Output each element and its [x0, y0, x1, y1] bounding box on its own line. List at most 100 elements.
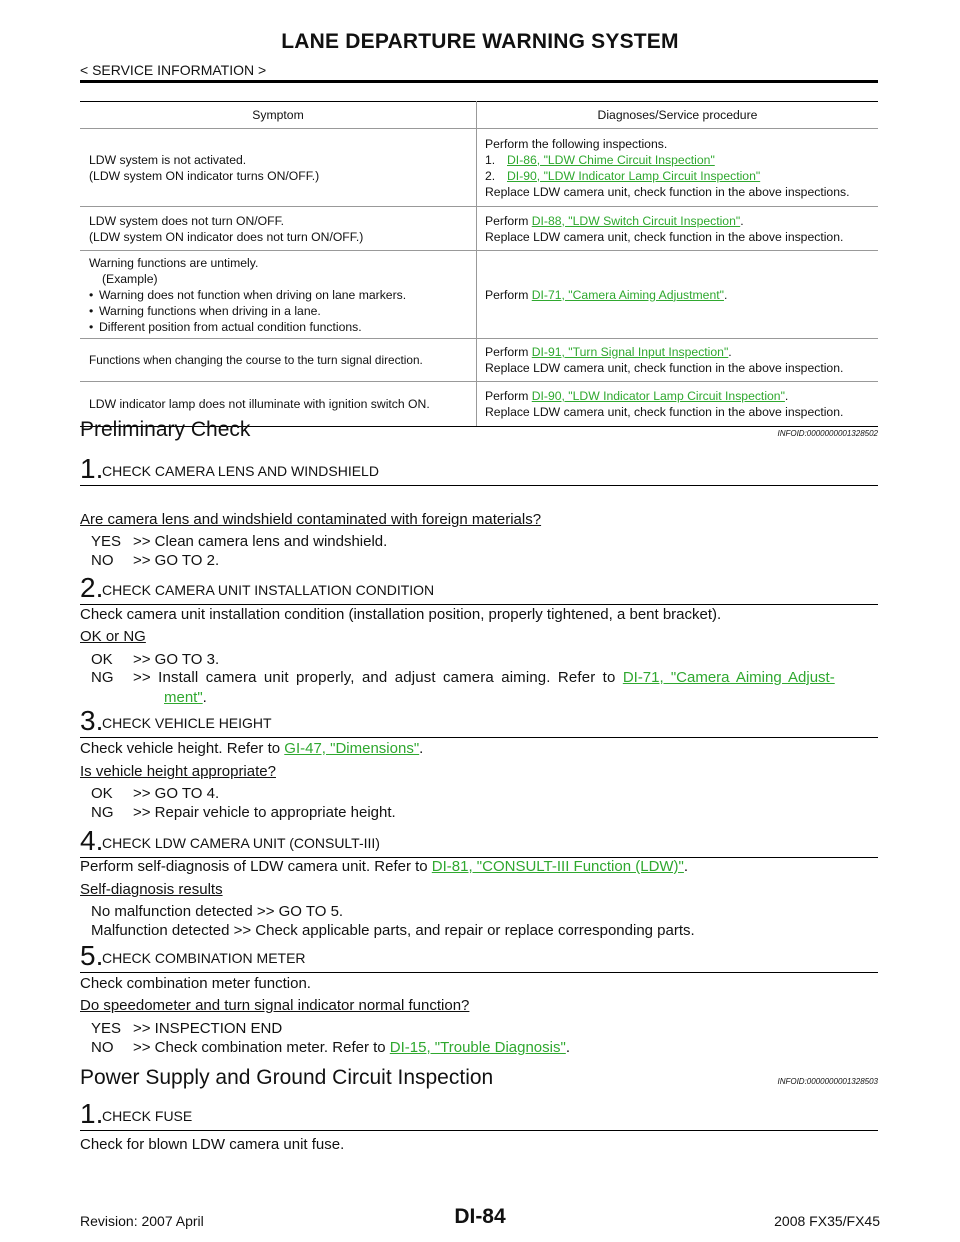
- step-title: CHECK COMBINATION METER: [102, 950, 306, 966]
- answer-key: YES: [91, 533, 122, 550]
- symptom-bullet: Different position from actual condition…: [89, 319, 472, 335]
- answer-line: NO>> GO TO 2.: [91, 552, 219, 569]
- section-power-supply: Power Supply and Ground Circuit Inspecti…: [80, 1060, 878, 1090]
- answer-line: NG >> Repair vehicle to appropriate heigh…: [91, 804, 396, 821]
- symptom-line: (LDW system ON indicator turns ON/OFF.): [89, 168, 320, 183]
- step-number: 2.: [80, 572, 104, 603]
- symptom-cell: Warning functions are untimely. (Example…: [80, 250, 477, 339]
- answer-key: NO: [91, 1039, 114, 1056]
- procedure-intro: Perform the following inspections.: [485, 136, 668, 151]
- answer-key: NG: [91, 669, 114, 686]
- step-text: Perform self-diagnosis of LDW camera uni…: [80, 858, 688, 875]
- step-number: 3.: [80, 705, 104, 736]
- step-question: Is vehicle height appropriate?: [80, 763, 276, 780]
- answer-line: OK>> GO TO 3.: [91, 651, 219, 668]
- procedure-item: 2. DI-90, "LDW Indicator Lamp Circuit Ins…: [485, 168, 874, 184]
- answer-value: >> Check combination meter. Refer to: [133, 1039, 390, 1056]
- symptom-bullet: Warning does not function when driving o…: [89, 287, 472, 303]
- answer-value: .: [565, 1039, 570, 1056]
- link-dimensions[interactable]: GI-47, "Dimensions": [284, 740, 420, 757]
- procedure-text: .: [740, 213, 744, 228]
- procedure-note: Replace LDW camera unit, check function …: [485, 184, 850, 199]
- procedure-cell: Perform DI-71, "Camera Aiming Adjustment…: [476, 250, 878, 339]
- link-trouble-diagnosis[interactable]: DI-15, "Trouble Diagnosis": [389, 1039, 566, 1056]
- symptom-cell: LDW system is not activated. (LDW system…: [80, 128, 477, 207]
- symptom-line: LDW indicator lamp does not illuminate w…: [89, 397, 430, 411]
- table-row: Warning functions are untimely. (Example…: [80, 250, 878, 339]
- answer-value: >> GO TO 2.: [133, 552, 220, 569]
- step-number: 1.: [80, 1098, 104, 1129]
- step-text: Check combination meter function.: [80, 975, 311, 992]
- step-heading: 5. CHECK COMBINATION METER: [80, 938, 878, 973]
- answer-value: >> Repair vehicle to appropriate height.: [133, 804, 396, 821]
- step-text-part: Perform self-diagnosis of LDW camera uni…: [80, 858, 432, 875]
- symptom-bullet: Warning functions when driving in a lane…: [89, 303, 472, 319]
- table-row: Functions when changing the course to th…: [80, 338, 878, 382]
- symptom-cell: LDW system does not turn ON/OFF. (LDW sy…: [80, 206, 477, 251]
- item-number: 2.: [485, 168, 496, 183]
- step-text-part: .: [683, 858, 689, 875]
- step-text-part: .: [419, 740, 424, 757]
- info-id: INFOID:0000000001328502: [777, 429, 878, 438]
- step-heading: 4. CHECK LDW CAMERA UNIT (CONSULT-III): [80, 823, 878, 858]
- step-heading: 1. CHECK CAMERA LENS AND WINDSHIELD: [80, 451, 878, 486]
- link-turn-signal-input[interactable]: DI-91, "Turn Signal Input Inspection": [531, 345, 729, 359]
- column-header-procedure: Diagnoses/Service procedure: [476, 101, 878, 129]
- procedure-item: 1. DI-86, "LDW Chime Circuit Inspection": [485, 152, 874, 168]
- answer-value: .: [202, 689, 207, 706]
- procedure-line: Perform DI-88, "LDW Switch Circuit Inspe…: [485, 213, 874, 229]
- section-preliminary-check: Preliminary Check INFOID:000000000132850…: [80, 412, 878, 442]
- step-text: Check vehicle height. Refer to GI-47, "D…: [80, 740, 423, 757]
- revision-label: Revision: 2007 April: [80, 1213, 204, 1229]
- answer-line: Malfunction detected >> Check applicable…: [91, 922, 695, 939]
- answer-line: YES>> INSPECTION END: [91, 1020, 282, 1037]
- procedure-cell: Perform DI-90, "LDW Indicator Lamp Circu…: [476, 381, 878, 427]
- symptom-cell: Functions when changing the course to th…: [80, 338, 477, 382]
- step-text: Check camera unit installation condition…: [80, 606, 722, 623]
- link-ldw-chime-circuit[interactable]: DI-86, "LDW Chime Circuit Inspection": [507, 152, 715, 167]
- link-camera-aiming-adjustment[interactable]: DI-71, "Camera Aiming Adjustment": [531, 287, 724, 302]
- table-header-row: Symptom Diagnoses/Service procedure: [80, 101, 878, 129]
- model-label: 2008 FX35/FX45: [774, 1213, 880, 1229]
- step-question: Do speedometer and turn signal indicator…: [80, 997, 470, 1014]
- procedure-text: Perform: [485, 213, 532, 228]
- table-row: LDW indicator lamp does not illuminate w…: [80, 381, 878, 427]
- symptom-line: Functions when changing the course to th…: [89, 353, 423, 367]
- link-ldw-indicator-lamp-circuit[interactable]: DI-90, "LDW Indicator Lamp Circuit Inspe…: [531, 389, 785, 403]
- step-title: CHECK CAMERA UNIT INSTALLATION CONDITION: [102, 582, 435, 598]
- procedure-cell: Perform DI-88, "LDW Switch Circuit Inspe…: [476, 206, 878, 251]
- procedure-line: Perform DI-90, "LDW Indicator Lamp Circu…: [485, 388, 874, 404]
- symptom-table: Symptom Diagnoses/Service procedure LDW …: [80, 101, 878, 427]
- table-row: LDW system is not activated. (LDW system…: [80, 128, 878, 207]
- step-text: Check for blown LDW camera unit fuse.: [80, 1136, 345, 1153]
- link-camera-aiming-adjustment[interactable]: DI-71, "Camera Aiming Adjust-: [622, 669, 835, 686]
- step-title: CHECK CAMERA LENS AND WINDSHIELD: [102, 463, 379, 479]
- step-heading: 1. CHECK FUSE: [80, 1096, 878, 1131]
- answer-line: No malfunction detected >> GO TO 5.: [91, 903, 344, 920]
- item-number: 1.: [485, 152, 496, 167]
- procedure-text: Perform: [485, 389, 532, 403]
- answer-value: >> Clean camera lens and windshield.: [133, 533, 388, 550]
- symptom-example-label: (Example): [102, 271, 158, 286]
- procedure-line: Perform DI-71, "Camera Aiming Adjustment…: [485, 287, 874, 303]
- answer-key: NG: [91, 804, 114, 821]
- procedure-cell: Perform DI-91, "Turn Signal Input Inspec…: [476, 338, 878, 382]
- link-camera-aiming-adjustment-cont[interactable]: ment": [164, 689, 203, 706]
- link-consult-iii-function[interactable]: DI-81, "CONSULT-III Function (LDW)": [431, 858, 684, 875]
- procedure-note: Replace LDW camera unit, check function …: [485, 229, 844, 244]
- column-header-symptom: Symptom: [80, 101, 477, 129]
- step-number: 5.: [80, 940, 104, 971]
- procedure-note: Replace LDW camera unit, check function …: [485, 405, 844, 419]
- symptom-line: LDW system does not turn ON/OFF.: [89, 213, 285, 228]
- procedure-text: .: [723, 287, 728, 302]
- step-number: 4.: [80, 825, 104, 856]
- link-ldw-switch-circuit[interactable]: DI-88, "LDW Switch Circuit Inspection": [531, 213, 741, 228]
- section-title: Preliminary Check: [80, 418, 251, 441]
- answer-line: NO >> Check combination meter. Refer to D…: [91, 1039, 570, 1056]
- answer-line: OK>> GO TO 4.: [91, 785, 219, 802]
- link-ldw-indicator-lamp-circuit[interactable]: DI-90, "LDW Indicator Lamp Circuit Inspe…: [507, 168, 761, 183]
- answer-key: OK: [91, 785, 113, 802]
- step-title: CHECK VEHICLE HEIGHT: [102, 715, 272, 731]
- answer-value: >> INSPECTION END: [133, 1020, 283, 1037]
